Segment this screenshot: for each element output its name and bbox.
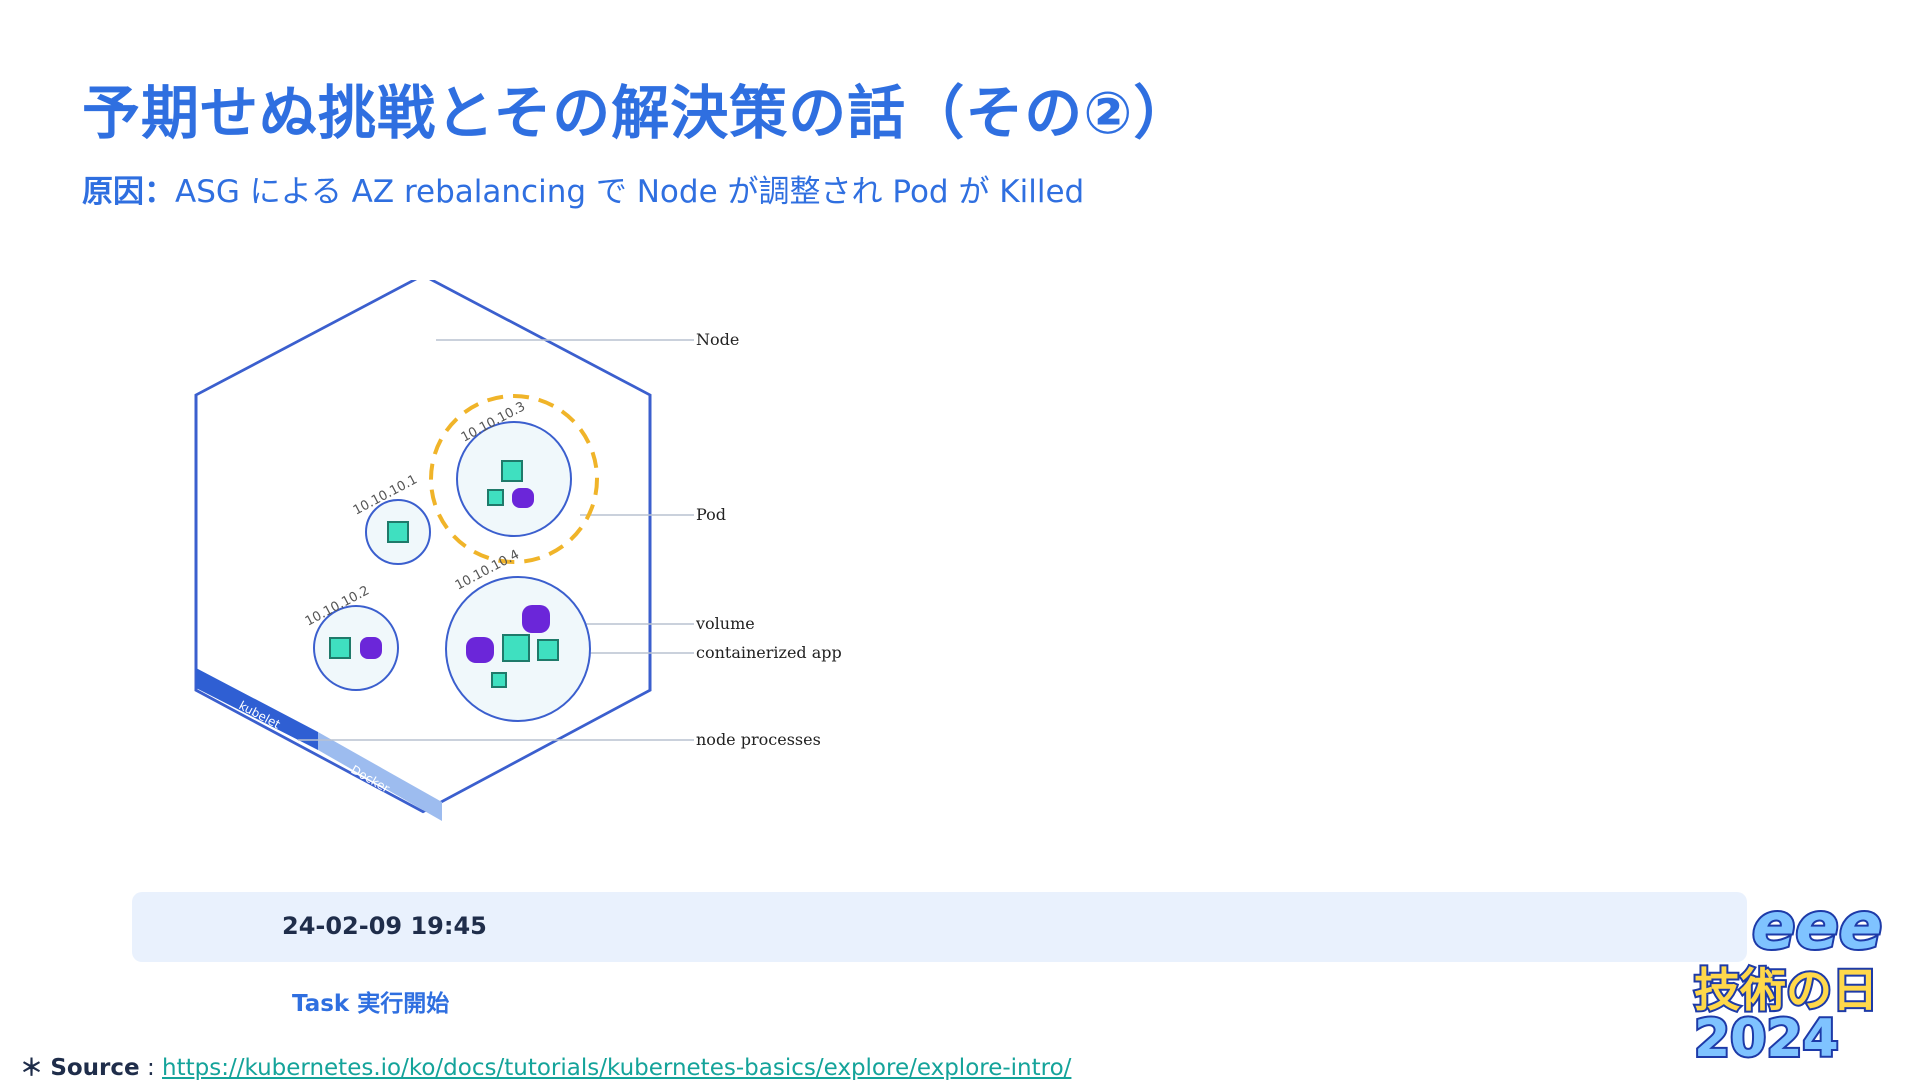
volume-label: volume — [695, 614, 755, 633]
app-cube — [501, 460, 523, 482]
app-cube — [502, 634, 530, 662]
source-label: Source — [50, 1055, 140, 1081]
asterisk-icon: ＊ — [20, 1055, 43, 1081]
docker-strip — [318, 732, 442, 821]
app-cube — [491, 672, 507, 688]
cause-text: ASG による AZ rebalancing で Node が調整され Pod … — [175, 174, 1085, 210]
source-link[interactable]: https://kubernetes.io/ko/docs/tutorials/… — [162, 1055, 1072, 1081]
node-processes-label: node processes — [696, 730, 821, 749]
slide-title: 予期せぬ挑戦とその解決策の話（その②） — [82, 79, 1193, 147]
timeline-event: Task 実行開始 — [292, 991, 450, 1017]
pod-highlight-ring — [429, 394, 599, 564]
kubelet-strip — [196, 668, 318, 750]
app-cube — [537, 639, 559, 661]
app-cube — [387, 521, 409, 543]
logo-text-year: 2024 — [1694, 1009, 1839, 1060]
volume-cylinder — [512, 488, 534, 508]
event-logo: eee 技術の日 2024 — [1692, 888, 1884, 1060]
pod-10-10-10-2 — [313, 605, 399, 691]
kubernetes-node-diagram: kubelet Docker Node Pod volume container… — [194, 280, 842, 821]
containerized-app-label: containerized app — [696, 643, 842, 662]
slide-subtitle: 原因：ASG による AZ rebalancing で Node が調整され P… — [82, 166, 1084, 211]
pod-label: Pod — [696, 505, 726, 524]
volume-cylinder — [522, 605, 550, 633]
timeline-timestamp: 24-02-09 19:45 — [282, 912, 487, 940]
volume-cylinder — [466, 637, 494, 663]
app-cube — [487, 489, 504, 506]
logo-text-gijutsu: 技術の日 — [1694, 963, 1878, 1017]
source-footer: ＊ Source : https://kubernetes.io/ko/docs… — [20, 1048, 1071, 1082]
source-separator: : — [139, 1055, 163, 1081]
logo-text-eee: eee — [1752, 890, 1882, 964]
cause-label: 原因： — [82, 174, 175, 210]
volume-cylinder — [360, 637, 382, 659]
app-cube — [329, 637, 351, 659]
timeline-bar: 24-02-09 19:45 — [132, 892, 1747, 962]
node-label: Node — [696, 330, 739, 349]
